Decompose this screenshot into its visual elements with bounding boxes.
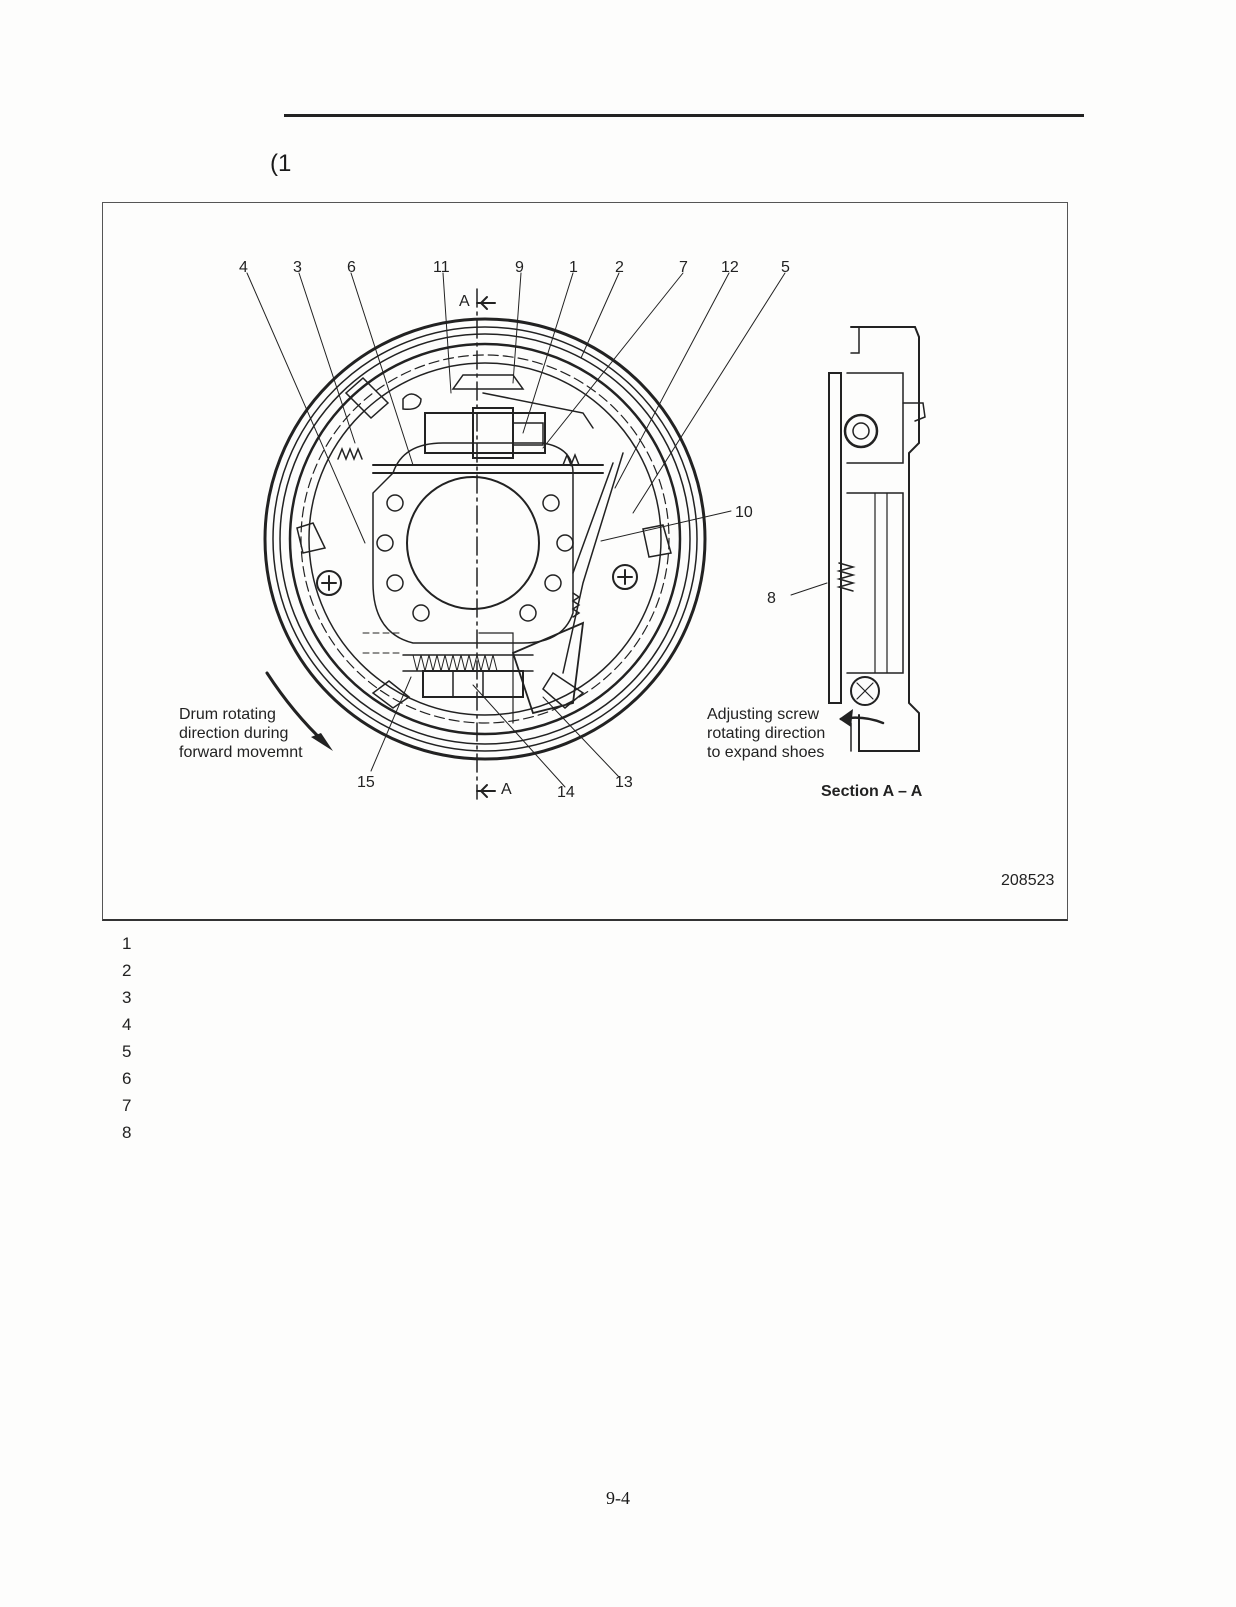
callout-8: 8 bbox=[767, 590, 776, 607]
legend-number: 1 bbox=[122, 934, 132, 953]
callout-10: 10 bbox=[735, 504, 753, 521]
adjuster-lever bbox=[511, 621, 585, 715]
callout-5: 5 bbox=[781, 259, 790, 276]
callout-13: 13 bbox=[615, 774, 633, 791]
section-a-a-label: Section A – A bbox=[821, 783, 923, 800]
screw-arrowhead bbox=[839, 709, 853, 727]
hub-hole bbox=[406, 476, 540, 610]
screw-caption-line-2: rotating direction bbox=[707, 725, 825, 742]
legend-number: 3 bbox=[122, 988, 132, 1007]
callout-4: 4 bbox=[239, 259, 248, 276]
legend-number: 8 bbox=[122, 1123, 132, 1142]
section-marker-top: A bbox=[459, 293, 470, 310]
page-number: 9-4 bbox=[606, 1488, 630, 1508]
brake-diagram: 4 3 6 11 9 1 2 7 12 5 10 8 15 14 13 A A … bbox=[179, 259, 1054, 889]
drum-caption-line-2: direction during bbox=[179, 725, 288, 742]
screw-caption-line-1: Adjusting screw bbox=[707, 706, 819, 723]
callout-3: 3 bbox=[293, 259, 302, 276]
adjusting-screw bbox=[422, 670, 524, 698]
drum-outer-ring bbox=[263, 317, 707, 761]
legend-number: 2 bbox=[122, 961, 132, 980]
rotation-arrowhead bbox=[311, 733, 333, 751]
callout-9: 9 bbox=[515, 259, 524, 276]
section-marker-bottom: A bbox=[501, 781, 512, 798]
callout-2: 2 bbox=[615, 259, 624, 276]
legend-number: 5 bbox=[122, 1042, 132, 1061]
callout-7: 7 bbox=[679, 259, 688, 276]
callout-15: 15 bbox=[357, 774, 375, 791]
drum-caption-line-3: forward movemnt bbox=[179, 744, 303, 761]
callout-14: 14 bbox=[557, 784, 575, 801]
wheel-cylinder bbox=[424, 412, 546, 454]
screw-caption-line-3: to expand shoes bbox=[707, 744, 824, 761]
legend-number: 7 bbox=[122, 1096, 132, 1115]
figure-id: 208523 bbox=[1001, 872, 1054, 889]
callout-12: 12 bbox=[721, 259, 739, 276]
callout-11: 11 bbox=[433, 259, 450, 276]
legend-number-list: 1 2 3 4 5 6 7 8 bbox=[122, 930, 131, 1146]
legend-number: 6 bbox=[122, 1069, 132, 1088]
header-rule bbox=[284, 114, 1084, 117]
drum-caption-line-1: Drum rotating bbox=[179, 706, 276, 723]
section-title: (1 bbox=[270, 150, 292, 177]
backing-plate bbox=[372, 442, 574, 644]
figure-frame: 4 3 6 11 9 1 2 7 12 5 10 8 15 14 13 A A … bbox=[102, 202, 1068, 921]
callout-1: 1 bbox=[569, 259, 578, 276]
callout-6: 6 bbox=[347, 259, 356, 276]
legend-number: 4 bbox=[122, 1015, 132, 1034]
